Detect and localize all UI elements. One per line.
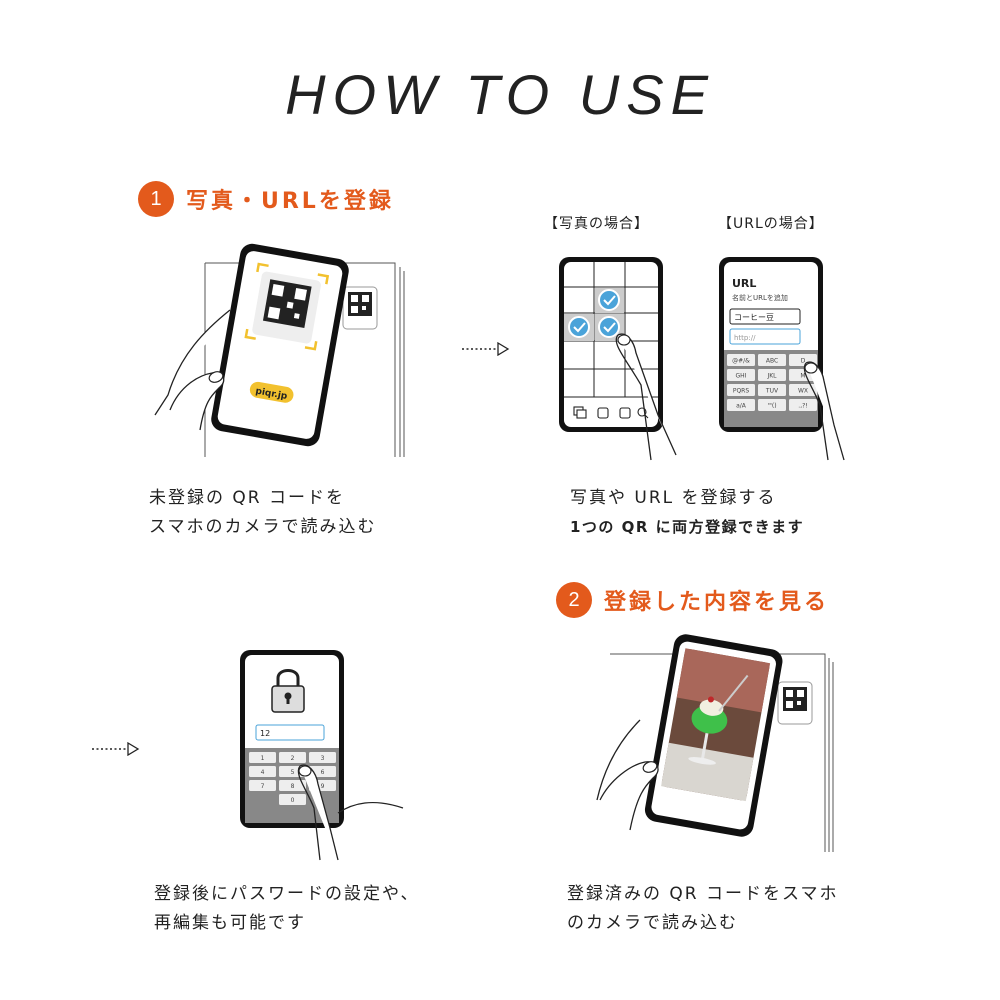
keyboard-key[interactable] (279, 780, 306, 791)
password-caption: 登録後にパスワードの設定や、 再編集も可能です (154, 880, 474, 938)
keyboard-key[interactable] (249, 766, 276, 777)
keyboard-key[interactable] (279, 752, 306, 763)
keyboard-key[interactable] (758, 369, 786, 381)
keyboard-key-label: 9 (321, 783, 325, 790)
keyboard-key-label: ABC (766, 358, 778, 365)
keyboard-key-label: 3 (321, 755, 325, 762)
step1-caption-line2: スマホのカメラで読み込む (149, 517, 377, 537)
keyboard-key-label: 5 (291, 769, 295, 776)
keyboard-key[interactable] (727, 369, 755, 381)
password-caption-line1: 登録後にパスワードの設定や、 (154, 884, 420, 904)
url-case-label: 【URLの場合】 (718, 216, 824, 232)
keyboard-key-label: 6 (321, 769, 325, 776)
keyboard-key[interactable] (309, 766, 336, 777)
url-heading: URL (732, 277, 756, 290)
url-field[interactable]: http:// (734, 334, 756, 342)
step2-title: 登録した内容を見る (604, 590, 830, 615)
view-content-illustration (596, 634, 834, 852)
photo-select-illustration (559, 257, 677, 461)
url-entry-illustration: URL 名前とURLを追加 コーヒー豆 http:// @#/& ABC D GHI J… (719, 257, 845, 461)
keyboard-key-label: 0 (291, 797, 295, 804)
step1-title: 写真・URLを登録 (186, 189, 394, 214)
keyboard-key-label: 2 (291, 755, 295, 762)
keyboard-key[interactable] (758, 384, 786, 396)
keyboard-key[interactable] (727, 384, 755, 396)
check-icon (568, 289, 620, 338)
step2-caption: 登録済みの QR コードをスマホ のカメラで読み込む (567, 880, 887, 938)
keyboard-key-label: 7 (261, 783, 265, 790)
step2-caption-line2: のカメラで読み込む (567, 913, 738, 933)
keyboard-key[interactable] (309, 752, 336, 763)
keyboard-key-label: PQRS (733, 388, 750, 395)
step2-number: 2 (556, 582, 592, 618)
keyboard-key[interactable] (249, 752, 276, 763)
qr-code-icon (342, 286, 378, 330)
lock-icon (271, 669, 305, 713)
qr-code-icon (777, 681, 813, 725)
keyboard-key-label: '"() (767, 403, 776, 410)
keyboard-key[interactable] (758, 354, 786, 366)
url-subheading: 名前とURLを追加 (732, 293, 788, 302)
arrow-right-icon (92, 742, 140, 756)
step1-caption-line1: 未登録の QR コードを (149, 488, 346, 508)
register-caption-line1: 写真や URL を登録する (570, 488, 777, 508)
keyboard-key-label: @#/& (732, 358, 750, 365)
keyboard-key-label: JKL (766, 373, 777, 380)
step1-header: 1 写真・URLを登録 (138, 181, 394, 217)
keyboard-key[interactable] (789, 384, 817, 396)
password-caption-line2: 再編集も可能です (154, 913, 306, 933)
step1-number: 1 (138, 181, 174, 217)
photo-case-label: 【写真の場合】 (544, 216, 649, 232)
register-caption-line2: 1つの QR に両方登録できます (570, 518, 805, 536)
scan-qr-illustration: piqr.jp (154, 243, 405, 457)
step2-header: 2 登録した内容を見る (556, 582, 829, 618)
name-field[interactable]: コーヒー豆 (734, 313, 774, 322)
step2-caption-line1: 登録済みの QR コードをスマホ (567, 884, 839, 904)
arrow-right-icon (462, 342, 510, 356)
keyboard-key-label: .,?! (798, 403, 807, 410)
keyboard-key-label: TUV (765, 388, 779, 395)
keyboard-key-label: a/A (736, 403, 747, 410)
keyboard-key-label: D (801, 358, 806, 365)
keyboard-key-label: 8 (291, 783, 295, 790)
keyboard-key[interactable] (249, 780, 276, 791)
keyboard-key-label: WX (798, 388, 808, 395)
password-field[interactable]: 12 (260, 729, 270, 738)
step1-caption: 未登録の QR コードを スマホのカメラで読み込む (149, 484, 449, 542)
keyboard-key[interactable] (727, 354, 755, 366)
page-title: HOW TO USE (285, 63, 715, 126)
keyboard-key[interactable] (279, 794, 306, 805)
keyboard-key[interactable] (758, 399, 786, 411)
keyboard-key[interactable] (789, 399, 817, 411)
keyboard-key-label: 1 (261, 755, 265, 762)
keyboard-key-label: GHI (736, 373, 747, 380)
keyboard-key[interactable] (727, 399, 755, 411)
keyboard-key-label: 4 (261, 769, 265, 776)
keyboard-key-label: M (800, 373, 805, 380)
register-caption: 写真や URL を登録する 1つの QR に両方登録できます (570, 484, 890, 542)
